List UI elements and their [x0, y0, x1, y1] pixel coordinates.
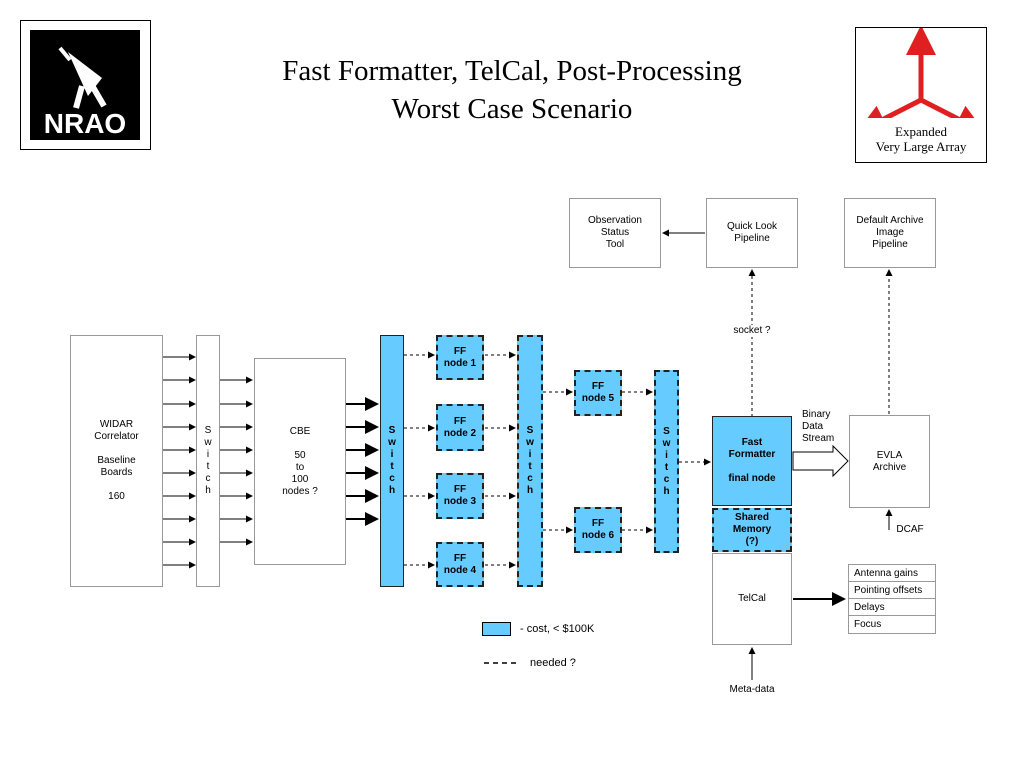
evla-archive-box: EVLA Archive: [849, 415, 930, 508]
default-archive-image-pipeline-box: Default Archive Image Pipeline: [844, 198, 936, 268]
ff-node-3: FF node 3: [436, 473, 484, 519]
evla-logo-line-1: Expanded: [895, 124, 947, 139]
switch-1: S w i t c h: [196, 335, 220, 587]
ff-node-6: FF node 6: [574, 507, 622, 553]
ff-node-1: FF node 1: [436, 335, 484, 380]
nrao-logo-text: NRAO: [43, 108, 127, 139]
switch-4: S w i t c h: [654, 370, 679, 553]
array-arms-icon: [856, 28, 986, 118]
title-line-2: Worst Case Scenario: [391, 93, 633, 125]
widar-correlator-box: WIDAR Correlator Baseline Boards 160: [70, 335, 163, 587]
output-focus: Focus: [854, 619, 882, 630]
ff-node-5: FF node 5: [574, 370, 622, 416]
evla-logo: Expanded Very Large Array: [855, 27, 987, 163]
widar-to-switch-arrows: [163, 353, 196, 569]
switch-3: S w i t c h: [517, 335, 543, 587]
page-title: Fast Formatter, TelCal, Post-Processing …: [200, 52, 824, 128]
output-delays: Delays: [849, 599, 935, 616]
evla-logo-line-2: Very Large Array: [875, 139, 967, 154]
switch-to-ff-arrows: [404, 269, 893, 569]
telcal-outputs-list: Antenna gains Pointing offsets Delays Fo…: [848, 564, 936, 634]
legend-cost-label: - cost, < $100K: [520, 623, 595, 635]
shared-memory-box: Shared Memory (?): [712, 508, 792, 552]
output-pointing-offsets: Pointing offsets: [849, 582, 935, 599]
legend-cost-swatch: [482, 622, 511, 636]
legend-dash-sample: [484, 662, 520, 664]
legend-needed-label: needed ?: [530, 657, 576, 669]
cbe-box: CBE 50 to 100 nodes ?: [254, 358, 346, 565]
observation-status-tool-box: Observation Status Tool: [569, 198, 661, 268]
ff-node-4: FF node 4: [436, 542, 484, 587]
title-line-1: Fast Formatter, TelCal, Post-Processing: [282, 55, 742, 87]
binary-data-stream-label: Binary Data Stream: [802, 409, 835, 444]
quick-look-pipeline-box: Quick Look Pipeline: [706, 198, 798, 268]
fast-formatter-box: Fast Formatter final node: [712, 416, 792, 506]
switch-to-cbe-arrows: [220, 376, 253, 546]
radio-telescope-icon: [58, 46, 107, 109]
switch-2: S w i t c h: [380, 335, 404, 587]
cbe-to-switch-arrows: [346, 397, 379, 526]
socket-label: socket ?: [722, 325, 782, 337]
nrao-logo: NRAO: [20, 20, 151, 150]
binary-stream-arrow: [792, 444, 849, 478]
ff-node-2: FF node 2: [436, 404, 484, 451]
output-antenna-gains: Antenna gains: [849, 565, 935, 582]
telcal-box: TelCal: [712, 553, 792, 645]
dcaf-label: DCAF: [896, 524, 924, 535]
meta-data-label: Meta-data: [729, 684, 775, 695]
